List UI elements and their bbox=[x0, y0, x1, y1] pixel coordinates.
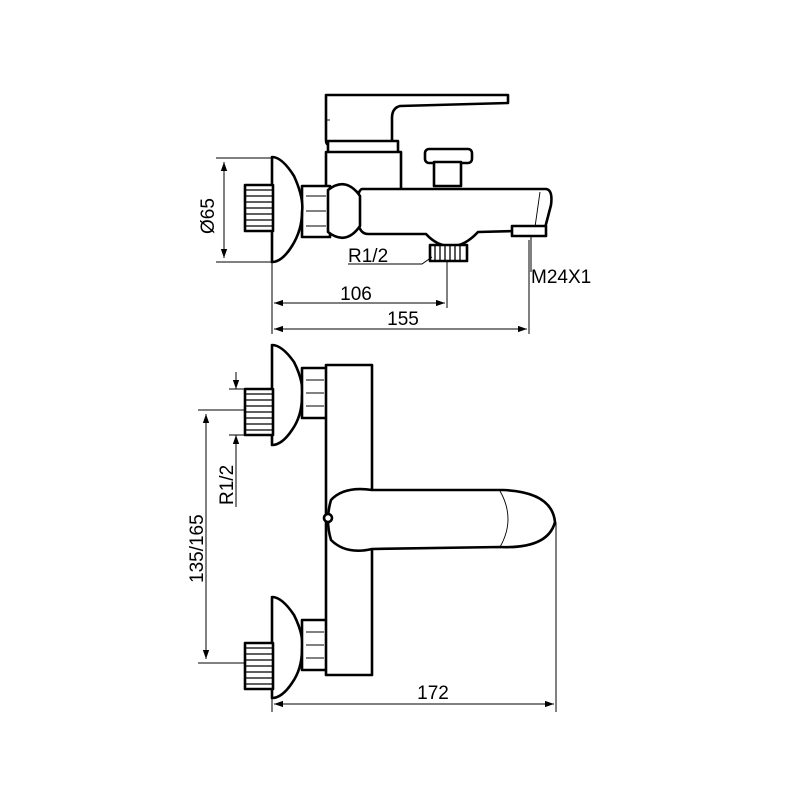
dim-thread-side-label: R1/2 bbox=[217, 465, 238, 505]
side-flange bbox=[270, 155, 304, 264]
side-handle-lever bbox=[324, 93, 510, 147]
dim-centers-label: 135/165 bbox=[187, 514, 208, 583]
dim-outlet-offset-label: 106 bbox=[340, 284, 372, 305]
top-upper-flange bbox=[270, 343, 304, 447]
top-view: R1/2 135/165 172 bbox=[187, 343, 557, 712]
dim-thread-inlet-label: R1/2 bbox=[348, 246, 388, 267]
top-lower-flange bbox=[270, 595, 304, 700]
side-view: Ø65 R1/2 M24X1 106 155 bbox=[198, 93, 591, 334]
dim-diameter-label: Ø65 bbox=[198, 198, 219, 234]
side-diverter-stem bbox=[432, 160, 463, 188]
dim-overall-width-label: 172 bbox=[417, 683, 449, 704]
top-handle-lever bbox=[326, 487, 557, 552]
side-spout bbox=[355, 187, 553, 248]
dim-spout-thread-label: M24X1 bbox=[531, 267, 591, 288]
side-bottom-thread bbox=[428, 243, 469, 263]
side-coupling-nut bbox=[300, 184, 332, 239]
side-aerator bbox=[510, 224, 548, 238]
top-handle-pivot bbox=[322, 512, 334, 524]
dim-overall-depth-label: 155 bbox=[387, 309, 419, 330]
